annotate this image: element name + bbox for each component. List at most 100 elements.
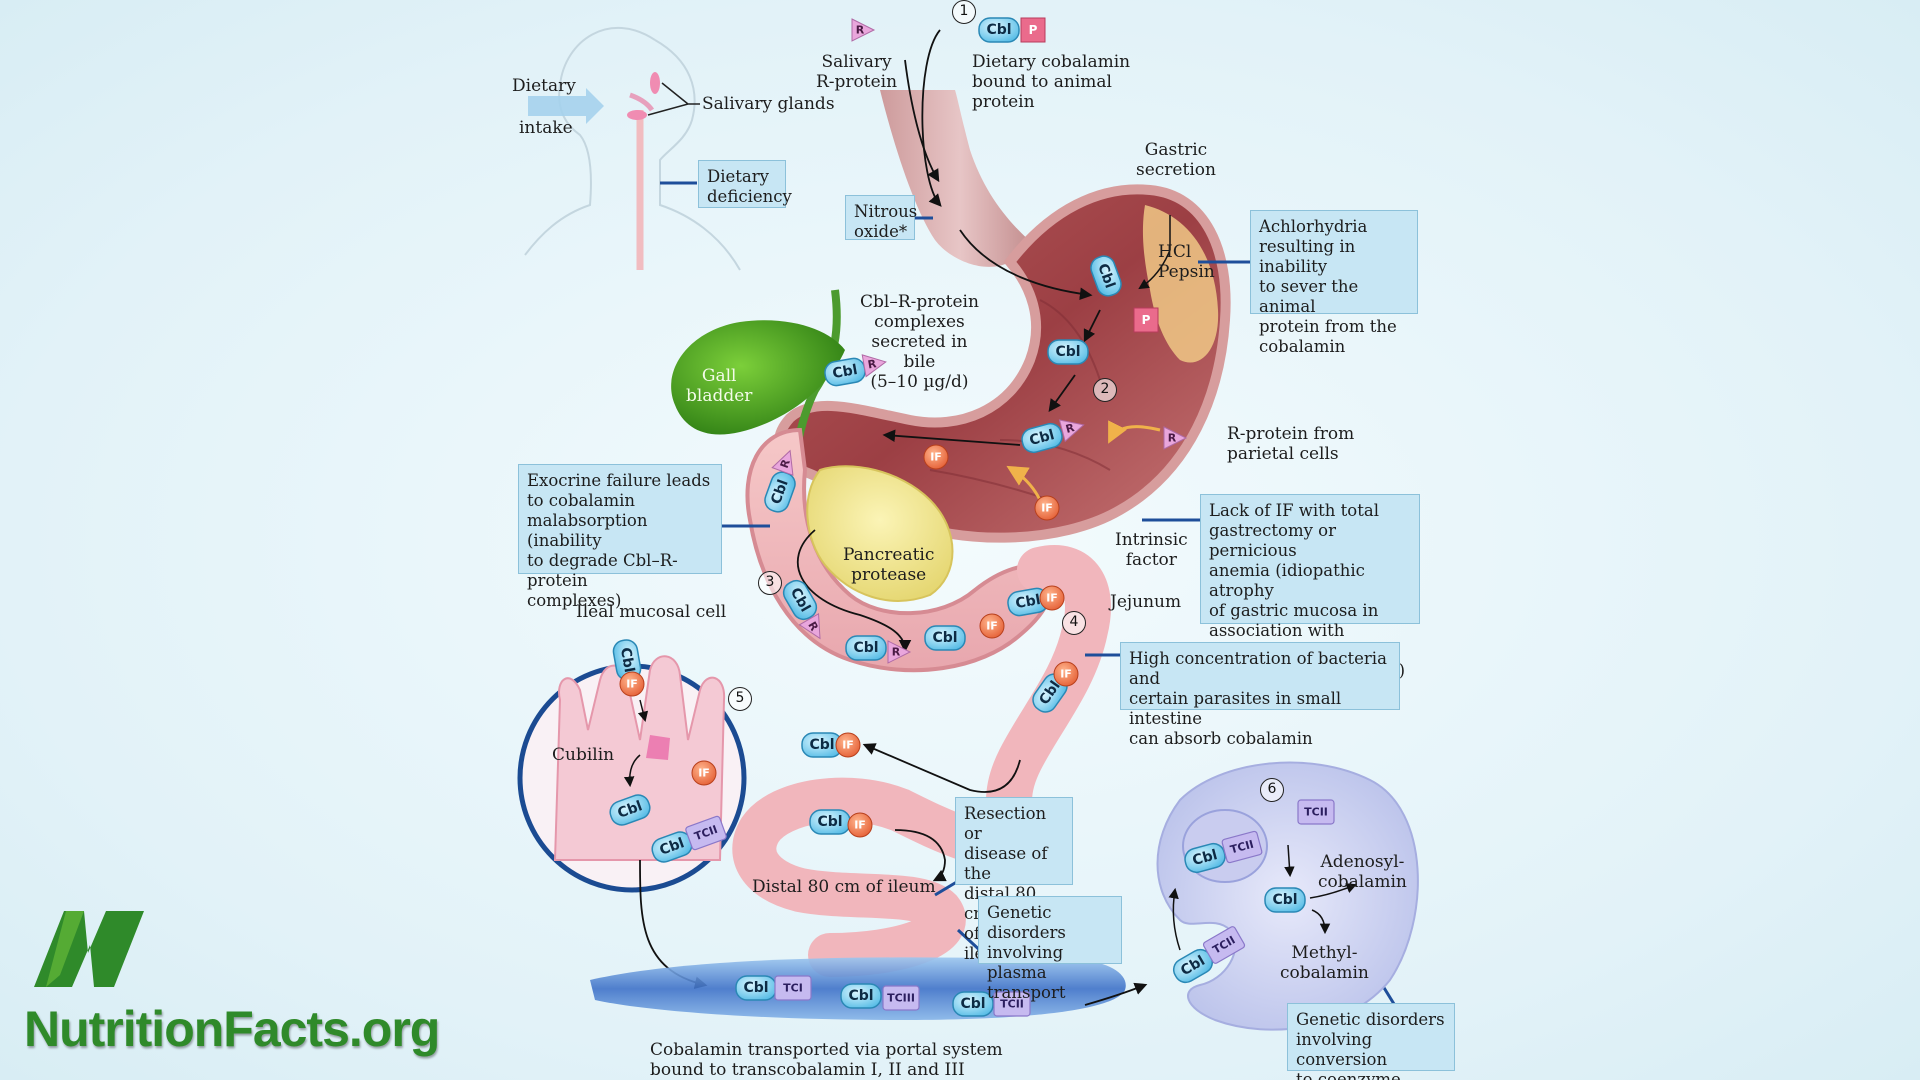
label-gastric-secretion: Gastric secretion — [1136, 140, 1216, 180]
gastric-secretion-area — [1142, 205, 1219, 363]
gall-bladder — [671, 320, 845, 435]
salivary-leader — [647, 82, 700, 116]
label-dietary: Dietary — [512, 76, 576, 96]
cbl-token: Cbl — [764, 471, 796, 513]
step-4: 4 — [1062, 611, 1086, 635]
step-1: 1 — [952, 0, 976, 24]
cbl-token: Cbl — [782, 579, 818, 621]
cbl-token-label: Cbl — [617, 646, 637, 674]
transcobalamin-token: TCII — [1297, 799, 1335, 825]
cbl-token-label: Cbl — [809, 737, 834, 753]
if-token-label: IF — [854, 819, 866, 832]
r-protein-token: R — [1058, 419, 1085, 443]
if-token: IF — [979, 613, 1005, 639]
step-2: 2 — [1093, 378, 1117, 402]
transcobalamin-token-label: TCII — [1304, 806, 1328, 819]
r-token-label: R — [867, 357, 878, 371]
box-dietary-deficiency: Dietary deficiency — [698, 160, 792, 208]
cbl-token: Cbl — [809, 809, 851, 835]
label-gall-bladder: Gall bladder — [686, 366, 753, 406]
if-token: IF — [835, 732, 861, 758]
cbl-token: Cbl — [735, 975, 777, 1001]
pathway-arrow-5 — [1048, 374, 1076, 413]
transcobalamin-token-label: TCIII — [887, 992, 915, 1005]
transcobalamin-token-label: TCII — [1229, 838, 1255, 857]
cbl-token: Cbl — [1172, 948, 1214, 984]
cbl-token: Cbl — [824, 357, 866, 387]
cbl-token-label: Cbl — [986, 22, 1011, 38]
cbl-token: Cbl — [1264, 887, 1306, 913]
box-exocrine-failure: Exocrine failure leads to cobalamin mala… — [518, 464, 722, 610]
box-bacteria: High concentration of bacteria and certa… — [1120, 642, 1400, 748]
transcobalamin-token: TCI — [774, 975, 812, 1001]
if-arrow — [1006, 465, 1042, 501]
nutritionfacts-logo-text: NutritionFacts.org — [24, 1001, 440, 1057]
pathway-arrow-1 — [921, 29, 942, 207]
box-genetic-plasma: Genetic disorders involving plasma trans… — [978, 896, 1122, 1002]
ileum-loop-arrow — [894, 829, 947, 882]
transcobalamin-token: TCII — [685, 815, 727, 851]
if-token-label: IF — [1041, 502, 1053, 515]
transcobalamin-token: TCII — [1221, 830, 1263, 864]
r-token-label: R — [1168, 432, 1177, 445]
cbl-token: Cbl — [1007, 587, 1049, 617]
r-protein-token: R — [1163, 426, 1188, 450]
r-protein-token: R — [887, 640, 912, 664]
if-token-label: IF — [626, 678, 638, 691]
label-adenosyl-cobalamin: Adenosyl- cobalamin — [1318, 852, 1407, 892]
p-token-label: P — [1142, 313, 1151, 327]
p-protein-token: P — [1133, 307, 1159, 333]
cbl-token: Cbl — [840, 983, 882, 1009]
cbl-token: Cbl — [1184, 842, 1226, 874]
cbl-token: Cbl — [924, 625, 966, 651]
label-intrinsic-factor: Intrinsic factor — [1115, 530, 1188, 570]
label-intake: intake — [519, 118, 573, 138]
transcobalamin-token-label: TCI — [783, 982, 803, 995]
step-5: 5 — [728, 687, 752, 711]
cbl-token: Cbl — [1047, 339, 1089, 365]
label-distal-ileum: Distal 80 cm of ileum — [752, 877, 936, 897]
cbl-token-label: Cbl — [853, 640, 878, 656]
duodenum — [745, 427, 1053, 673]
r-protein-token: R — [771, 449, 794, 476]
r-token-label: R — [1064, 421, 1076, 436]
if-token: IF — [691, 760, 717, 786]
distal-ileum-arrow — [862, 743, 1021, 793]
pathway-arrow-4 — [1083, 309, 1101, 343]
cbl-token: Cbl — [845, 635, 887, 661]
p-token-label: P — [1029, 23, 1038, 37]
r-token-label: R — [892, 646, 901, 659]
if-token-label: IF — [930, 451, 942, 464]
pancreas — [806, 465, 954, 602]
cbl-token: Cbl — [1021, 422, 1063, 454]
cbl-token-label: Cbl — [831, 362, 859, 382]
cbl-token-label: Cbl — [743, 980, 768, 996]
pathway-arrow-3 — [959, 229, 1093, 300]
box-nitrous-oxide: Nitrous oxide* — [845, 195, 917, 241]
dietary-intake-arrow — [528, 88, 604, 124]
box-lack-of-if: Lack of IF with total gastrectomy or per… — [1200, 494, 1420, 680]
r-protein-token: R — [798, 613, 821, 640]
cbl-token-label: Cbl — [1272, 892, 1297, 908]
if-token: IF — [1053, 661, 1079, 687]
step-6: 6 — [1260, 778, 1284, 802]
pathway-arrow-7 — [796, 529, 912, 653]
label-salivary-glands: Salivary glands — [702, 94, 835, 114]
if-token: IF — [847, 812, 873, 838]
label-hcl-pepsin: HCl Pepsin — [1158, 242, 1215, 282]
head-silhouette — [524, 27, 741, 271]
label-jejunum: Jejunum — [1110, 592, 1182, 612]
cbl-token: Cbl — [952, 991, 994, 1017]
if-token-label: IF — [842, 739, 854, 752]
if-token-label: IF — [1060, 668, 1072, 681]
if-token: IF — [619, 671, 645, 697]
label-portal-transport: Cobalamin transported via portal system … — [650, 1040, 1003, 1080]
label-cbl-r-bile: Cbl–R-protein complexes secreted in bile… — [860, 292, 979, 392]
r-protein-token: R — [861, 354, 887, 378]
cbl-token-label: Cbl — [1191, 847, 1219, 869]
pathway-arrow-6 — [882, 429, 1021, 446]
label-methyl-cobalamin: Methyl- cobalamin — [1280, 943, 1369, 983]
transcobalamin-token: TCIII — [882, 985, 920, 1011]
